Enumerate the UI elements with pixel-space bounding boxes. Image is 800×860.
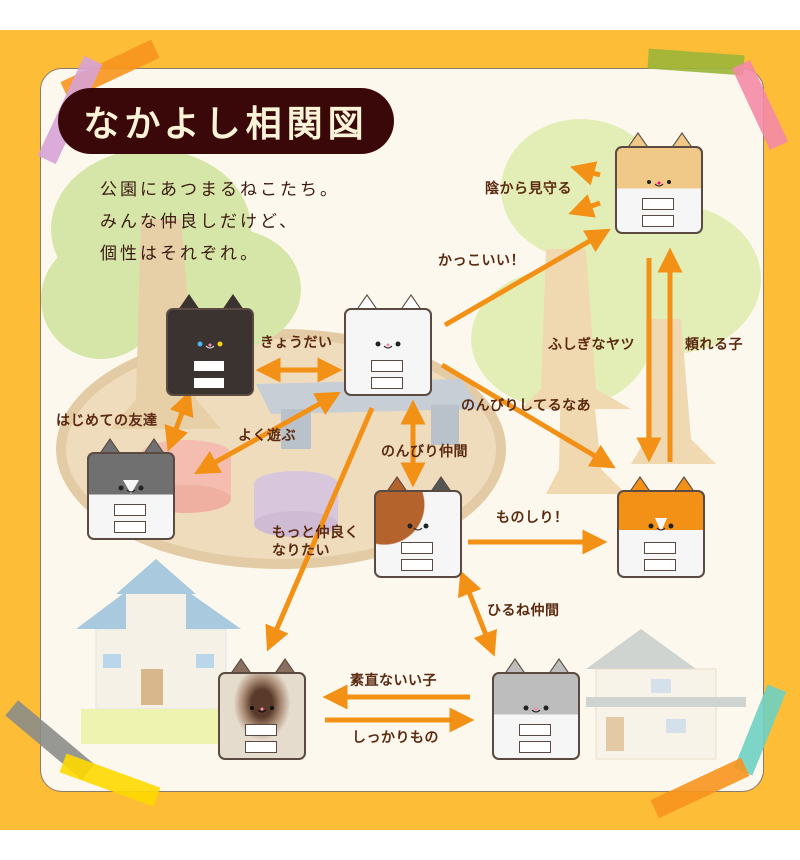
- cat-gray: [492, 658, 580, 760]
- cat-calico: [374, 476, 462, 578]
- label-hirune: ひるね仲間: [487, 603, 560, 619]
- label-tayoreru: 頼れる子: [685, 337, 743, 353]
- label-kyoudai: きょうだい: [260, 335, 333, 351]
- cat-orange: [617, 476, 705, 578]
- cat-siamese: [218, 658, 306, 760]
- label-yokuasobu: よく遊ぶ: [238, 428, 296, 444]
- label-fushigi: ふしぎなヤツ: [548, 337, 635, 353]
- cat-bicolor-gray: [87, 438, 175, 540]
- label-monoshiri: ものしり！: [496, 510, 569, 526]
- intro-line-1: 公園にあつまるねこたち。: [100, 180, 340, 200]
- cat-black: [166, 294, 254, 396]
- label-sunao: 素直ないい子: [350, 673, 437, 689]
- intro-line-3: 個性はそれぞれ。: [100, 244, 261, 264]
- label-hajimete: はじめての友達: [56, 413, 158, 429]
- cat-white: [344, 294, 432, 396]
- label-motto-1: もっと仲良く: [272, 525, 359, 541]
- label-motto-2: なりたい: [272, 543, 330, 559]
- intro-text: 公園にあつまるねこたち。 みんな仲良しだけど、 個性はそれぞれ。: [100, 174, 340, 270]
- intro-line-2: みんな仲良しだけど、: [100, 212, 300, 232]
- label-kakkoii: かっこいい！: [438, 253, 525, 269]
- title-text: なかよし相関図: [83, 104, 369, 145]
- cat-tabby: [615, 132, 703, 234]
- page-title: なかよし相関図: [58, 88, 394, 154]
- label-shikkari: しっかりもの: [352, 730, 439, 746]
- label-nonbiri-shiteru: のんびりしてるなあ: [461, 398, 592, 414]
- label-nonbiri-nakama: のんびり仲間: [381, 444, 468, 460]
- label-kagekara: 陰から見守る: [485, 181, 572, 197]
